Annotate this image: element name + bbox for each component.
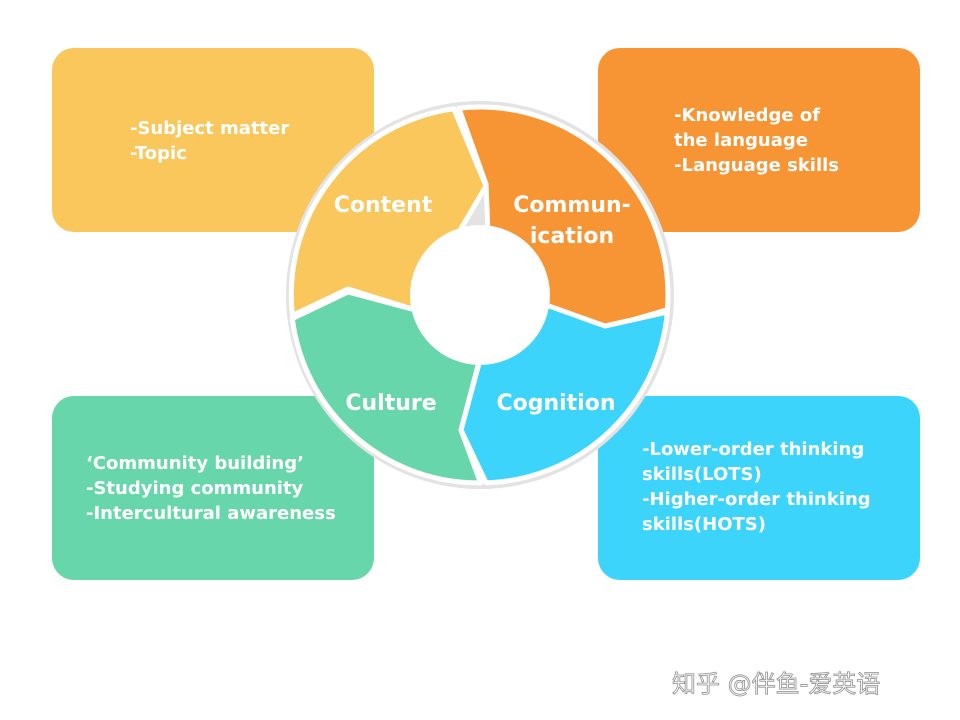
cognition-box-line: -Lower-order thinking xyxy=(642,439,865,460)
watermark: 知乎 @伴鱼-爱英语 xyxy=(672,670,881,699)
communication-box-line: the language xyxy=(674,130,808,151)
content-box-line: -Subject matter xyxy=(130,118,290,139)
cognition-label: Cognition xyxy=(496,391,615,416)
content-label: Content xyxy=(334,193,433,218)
content-box: -Subject matter -Topic xyxy=(52,48,374,232)
communication-label-line2: ication xyxy=(530,224,614,249)
cycle-center-hole xyxy=(410,225,550,365)
cognition-box-line: skills(LOTS) xyxy=(642,464,762,485)
culture-box: ‘Community building’ -Studying community… xyxy=(52,396,374,580)
content-box-line: -Topic xyxy=(130,143,187,164)
culture-box-line: -Intercultural awareness xyxy=(86,503,336,524)
cognition-box: -Lower-order thinking skills(LOTS) -High… xyxy=(598,396,920,580)
culture-label: Culture xyxy=(345,391,436,416)
culture-box-line: ‘Community building’ xyxy=(86,453,304,474)
cognition-box-line: skills(HOTS) xyxy=(642,514,766,535)
communication-box-line: -Knowledge of xyxy=(674,105,821,126)
cognition-box-line: -Higher-order thinking xyxy=(642,489,871,510)
culture-box-line: -Studying community xyxy=(86,478,304,499)
communication-segment xyxy=(456,104,671,331)
communication-box-line: -Language skills xyxy=(674,155,840,176)
communication-box: -Knowledge of the language -Language ski… xyxy=(598,48,920,232)
communication-label-line1: Commun- xyxy=(513,193,631,218)
